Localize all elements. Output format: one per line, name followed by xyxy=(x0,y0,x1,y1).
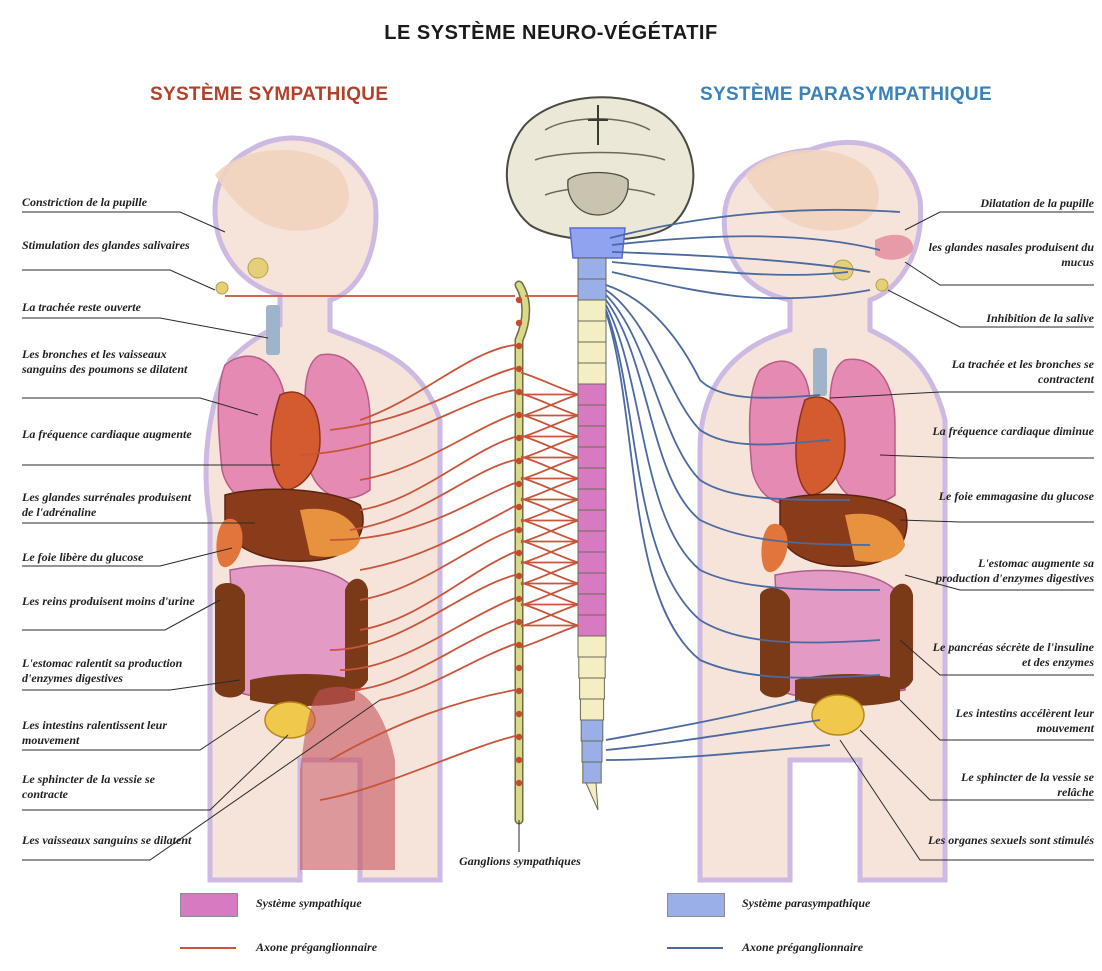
para-leader-line xyxy=(905,212,1094,230)
para-label-intestines: Les intestins accélèrent leur mouvement xyxy=(924,706,1094,736)
ganglion xyxy=(516,757,522,763)
ganglion xyxy=(516,780,522,786)
para-label-saliva: Inhibition de la salive xyxy=(924,311,1094,326)
legend-sym-axon-label: Axone préganglionnaire xyxy=(256,940,377,955)
sym-label-intestines: Les intestins ralentissent leur mouvemen… xyxy=(22,718,197,748)
ganglion xyxy=(516,734,522,740)
legend-para-axon-line xyxy=(667,947,723,949)
sym-leader-line xyxy=(22,212,225,232)
legend-parasympathetic-label: Système parasympathique xyxy=(742,896,870,911)
spinal-segment xyxy=(578,384,606,405)
spinal-segment xyxy=(580,699,603,720)
para-label-nasal: les glandes nasales produisent du mucus xyxy=(924,240,1094,270)
spinal-segment xyxy=(578,363,606,384)
ganglion xyxy=(516,297,522,303)
legend-sympathetic-swatch xyxy=(180,893,238,917)
spinal-segment xyxy=(578,468,606,489)
ganglia-label: Ganglions sympathiques xyxy=(440,854,600,869)
ganglion xyxy=(516,688,522,694)
para-label-pancreas: Le pancréas sécrète de l'insuline et des… xyxy=(924,640,1094,670)
legend-para-axon-label: Axone préganglionnaire xyxy=(742,940,863,955)
spinal-segment xyxy=(578,573,606,594)
para-label-liver: Le foie emmagasine du glucose xyxy=(924,489,1094,504)
sym-label-adrenal: Les glandes surrénales produisent de l'a… xyxy=(22,490,197,520)
sym-label-liver: Le foie libère du glucose xyxy=(22,550,197,565)
sym-label-salivary: Stimulation des glandes salivaires xyxy=(22,238,197,253)
spinal-cord xyxy=(578,258,606,810)
para-label-sexual: Les organes sexuels sont stimulés xyxy=(924,833,1094,848)
sym-label-bronchi: Les bronches et les vaisseaux sanguins d… xyxy=(22,347,197,377)
sym-label-trachea: La trachée reste ouverte xyxy=(22,300,197,315)
spinal-segment xyxy=(579,657,605,678)
ganglion xyxy=(516,343,522,349)
spinal-segment xyxy=(578,489,606,510)
ganglion xyxy=(516,550,522,556)
sym-preganglionic-axon xyxy=(521,373,578,395)
sym-label-stomach: L'estomac ralentit sa production d'enzym… xyxy=(22,656,197,686)
spinal-segment xyxy=(578,447,606,468)
para-label-pupil: Dilatation de la pupille xyxy=(924,196,1094,211)
spinal-segment xyxy=(580,678,605,699)
spinal-segment xyxy=(578,342,606,363)
sym-label-bladder: Le sphincter de la vessie se contracte xyxy=(22,772,197,802)
para-label-stomach: L'estomac augmente sa production d'enzym… xyxy=(924,556,1094,586)
sym-label-heart: La fréquence cardiaque augmente xyxy=(22,427,197,442)
sym-label-vessels: Les vaisseaux sanguins se dilatent xyxy=(22,833,197,848)
spinal-segment xyxy=(578,510,606,531)
spinal-segment xyxy=(578,258,606,279)
para-label-bladder: Le sphincter de la vessie se relâche xyxy=(924,770,1094,800)
legend-parasympathetic-swatch xyxy=(667,893,725,917)
spinal-segment xyxy=(578,615,606,636)
sym-leader-line xyxy=(22,318,268,338)
spinal-segment xyxy=(582,741,602,762)
sym-label-pupil: Constriction de la pupille xyxy=(22,195,197,210)
ganglion xyxy=(516,527,522,533)
spinal-segment xyxy=(581,720,603,741)
spinal-segment xyxy=(578,552,606,573)
legend-sympathetic-label: Système sympathique xyxy=(256,896,362,911)
sym-label-kidneys: Les reins produisent moins d'urine xyxy=(22,594,197,609)
para-label-trachea: La trachée et les bronches se contracten… xyxy=(924,357,1094,387)
ganglion xyxy=(516,711,522,717)
spinal-segment xyxy=(578,426,606,447)
spinal-segment xyxy=(578,405,606,426)
spinal-segment xyxy=(578,594,606,615)
ganglion xyxy=(516,481,522,487)
ganglion xyxy=(516,366,522,372)
parasympathetic-title: SYSTÈME PARASYMPATHIQUE xyxy=(700,84,992,106)
brain xyxy=(507,97,694,258)
spinal-segment xyxy=(578,531,606,552)
sympathetic-ganglia-chain xyxy=(516,285,526,820)
ganglion xyxy=(516,619,522,625)
ganglion xyxy=(516,504,522,510)
ganglion xyxy=(516,665,522,671)
para-label-heart: La fréquence cardiaque diminue xyxy=(924,424,1094,439)
ganglion xyxy=(516,320,522,326)
sym-leader-line xyxy=(22,270,215,290)
spinal-segment xyxy=(578,636,606,657)
spinal-segment xyxy=(578,300,606,321)
ganglion xyxy=(516,573,522,579)
spinal-segment xyxy=(578,279,606,300)
diagram-title: LE SYSTÈME NEURO-VÉGÉTATIF xyxy=(0,22,1102,45)
sym-preganglionic-axon xyxy=(521,626,578,648)
spinal-segment xyxy=(583,762,601,783)
spinal-segment xyxy=(578,321,606,342)
legend-sym-axon-line xyxy=(180,947,236,949)
spinal-tail xyxy=(586,783,598,810)
ganglion xyxy=(516,596,522,602)
sympathetic-title: SYSTÈME SYMPATHIQUE xyxy=(150,84,388,106)
